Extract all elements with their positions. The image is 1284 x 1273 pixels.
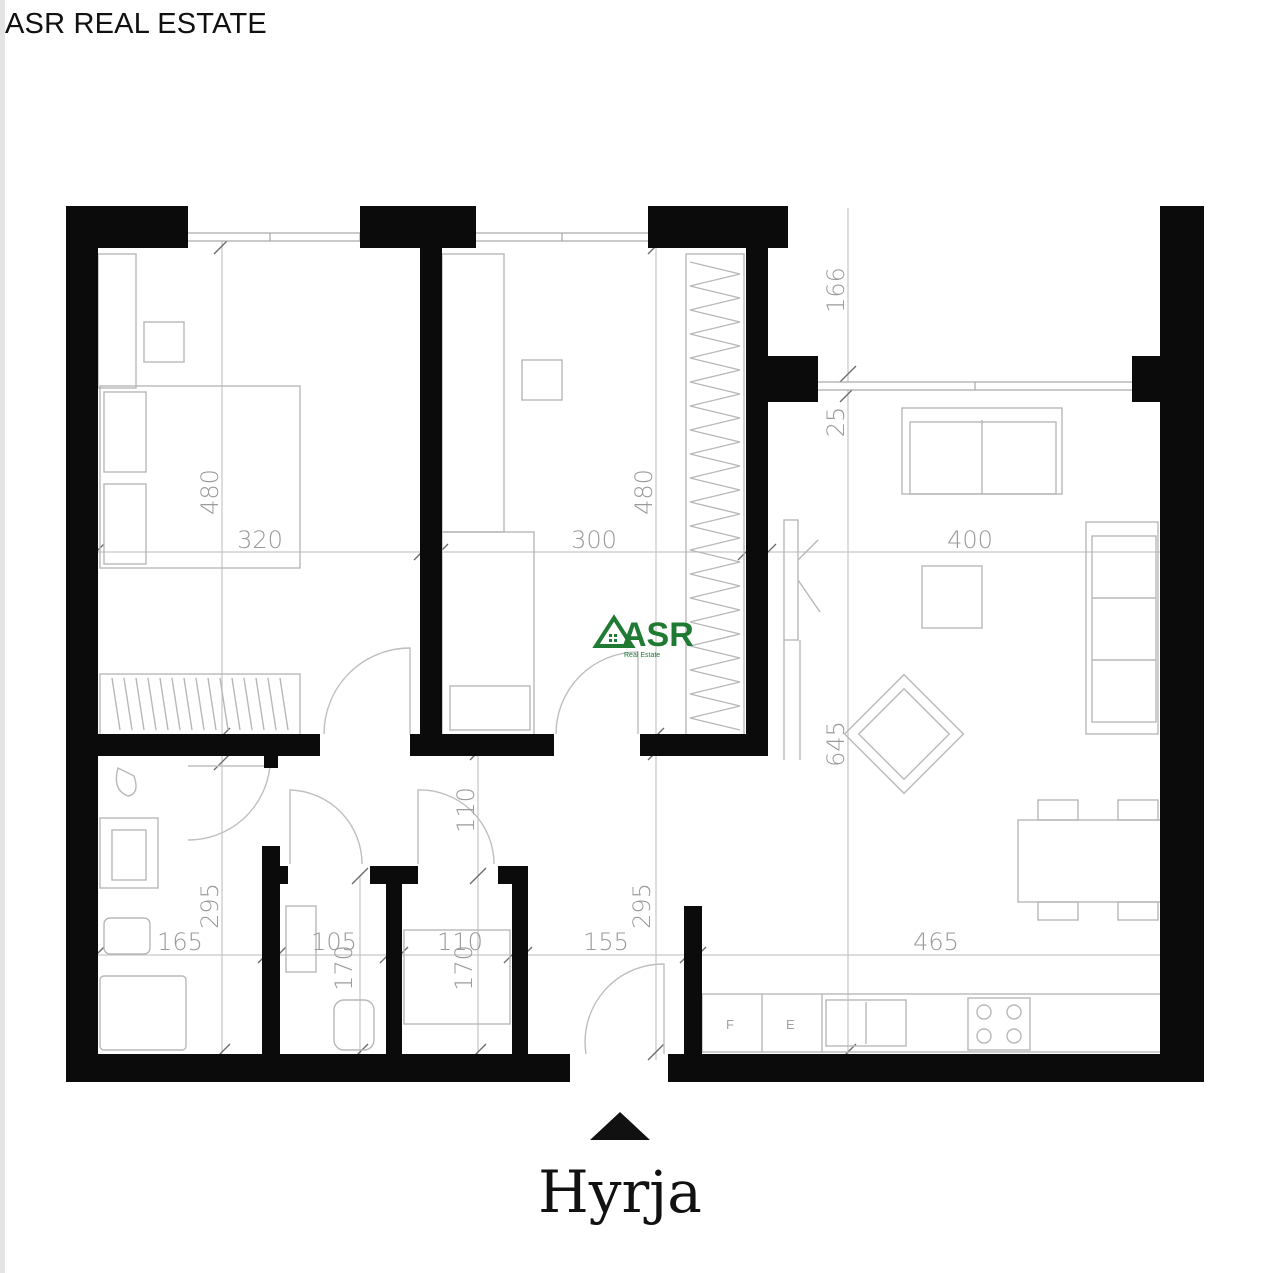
- dim-hall-width: 155: [583, 928, 629, 956]
- dim-bedroom2-height: 480: [630, 469, 658, 515]
- fridge-label: F: [726, 1017, 734, 1032]
- page-title: ASR REAL ESTATE: [5, 8, 267, 40]
- bathroom-furniture: [99, 766, 511, 1051]
- entrance-label: Hyrja: [538, 1158, 702, 1226]
- walls: [66, 206, 1204, 1082]
- dim-wc-width: 105: [311, 928, 357, 956]
- logo-subtext: Real Estate: [624, 652, 660, 659]
- dim-balcony-depth: 166: [822, 267, 850, 313]
- dim-living-width: 400: [947, 526, 993, 554]
- dim-storage-height: 170: [450, 945, 478, 991]
- dim-bedroom1-width: 320: [237, 526, 283, 554]
- entrance-arrow-icon: [590, 1112, 650, 1140]
- living-room-furniture: [783, 407, 1169, 921]
- dim-balcony-gap: 25: [822, 407, 850, 438]
- dim-hall-height: 295: [628, 883, 656, 929]
- dim-bathroom-width: 165: [157, 928, 203, 956]
- page-left-border: [0, 0, 5, 1273]
- dim-kitchen-width: 465: [913, 928, 959, 956]
- oven-label: E: [786, 1017, 795, 1032]
- dim-bedroom2-width: 300: [571, 526, 617, 554]
- dim-bedroom1-height: 480: [196, 469, 224, 515]
- windows: [185, 232, 1135, 391]
- kitchen-furniture: F E: [701, 993, 1169, 1053]
- dimension-labels: 480 320 480 300 166 25 400 645 110 295 1…: [157, 267, 993, 991]
- asr-logo-watermark: ASR Real Estate: [592, 614, 694, 659]
- logo-text: ASR: [622, 616, 694, 654]
- dim-living-height: 645: [822, 721, 850, 767]
- dim-storage-width: 110: [437, 928, 483, 956]
- entrance-marker: Hyrja: [538, 1112, 702, 1226]
- doors: [187, 647, 665, 1055]
- dim-bathroom-height: 295: [196, 883, 224, 929]
- dim-corridor-height: 110: [452, 787, 480, 833]
- dim-wc-height: 170: [330, 945, 358, 991]
